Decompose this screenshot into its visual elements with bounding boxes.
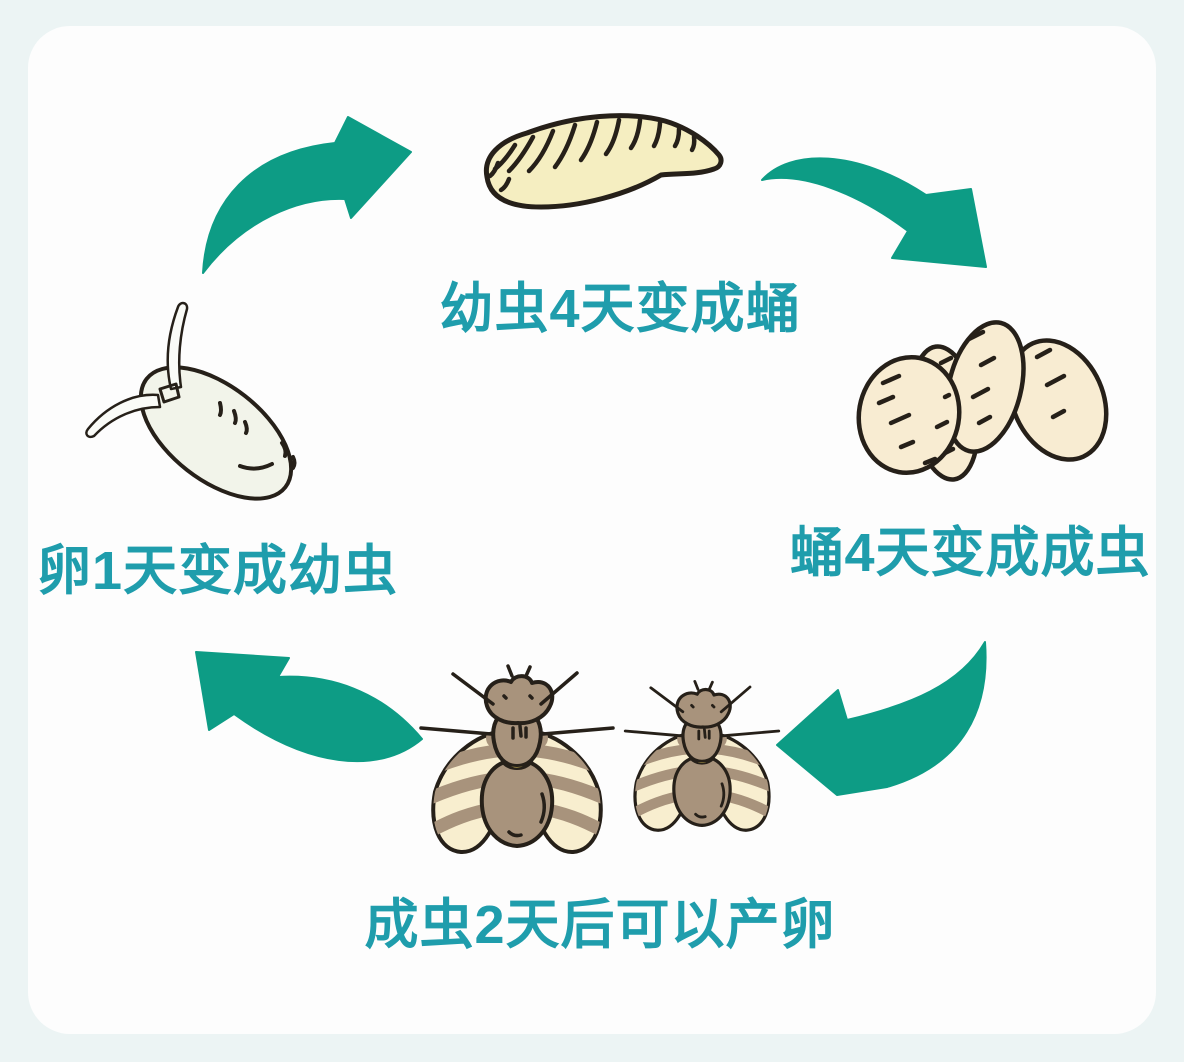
larva-illustration bbox=[483, 113, 724, 210]
adult-to-egg-arrow-icon bbox=[195, 651, 423, 763]
pupae-illustration bbox=[856, 320, 1109, 482]
stage-label-egg: 卵1天变成幼虫 bbox=[36, 541, 399, 601]
larva-segment-lines bbox=[487, 117, 697, 193]
pupa-to-adult-arrow-icon bbox=[776, 641, 987, 796]
adult-flies-illustration bbox=[405, 660, 785, 880]
stage-label-larva: 幼虫4天变成蛹 bbox=[439, 279, 801, 339]
stage-label-pupa: 蛹4天变成成虫 bbox=[789, 523, 1151, 583]
pupae-marks bbox=[876, 329, 1067, 466]
egg-marks bbox=[218, 401, 297, 471]
egg-filaments bbox=[85, 301, 189, 439]
egg-to-larva-arrow-icon bbox=[202, 116, 412, 274]
egg-illustration bbox=[85, 301, 297, 501]
fly-right bbox=[625, 681, 779, 830]
larva-to-pupa-arrow-icon bbox=[761, 157, 987, 268]
fly-left bbox=[421, 666, 613, 852]
stage-label-adult: 成虫2天后可以产卵 bbox=[364, 895, 836, 955]
egg-attachment-detail bbox=[158, 382, 181, 404]
